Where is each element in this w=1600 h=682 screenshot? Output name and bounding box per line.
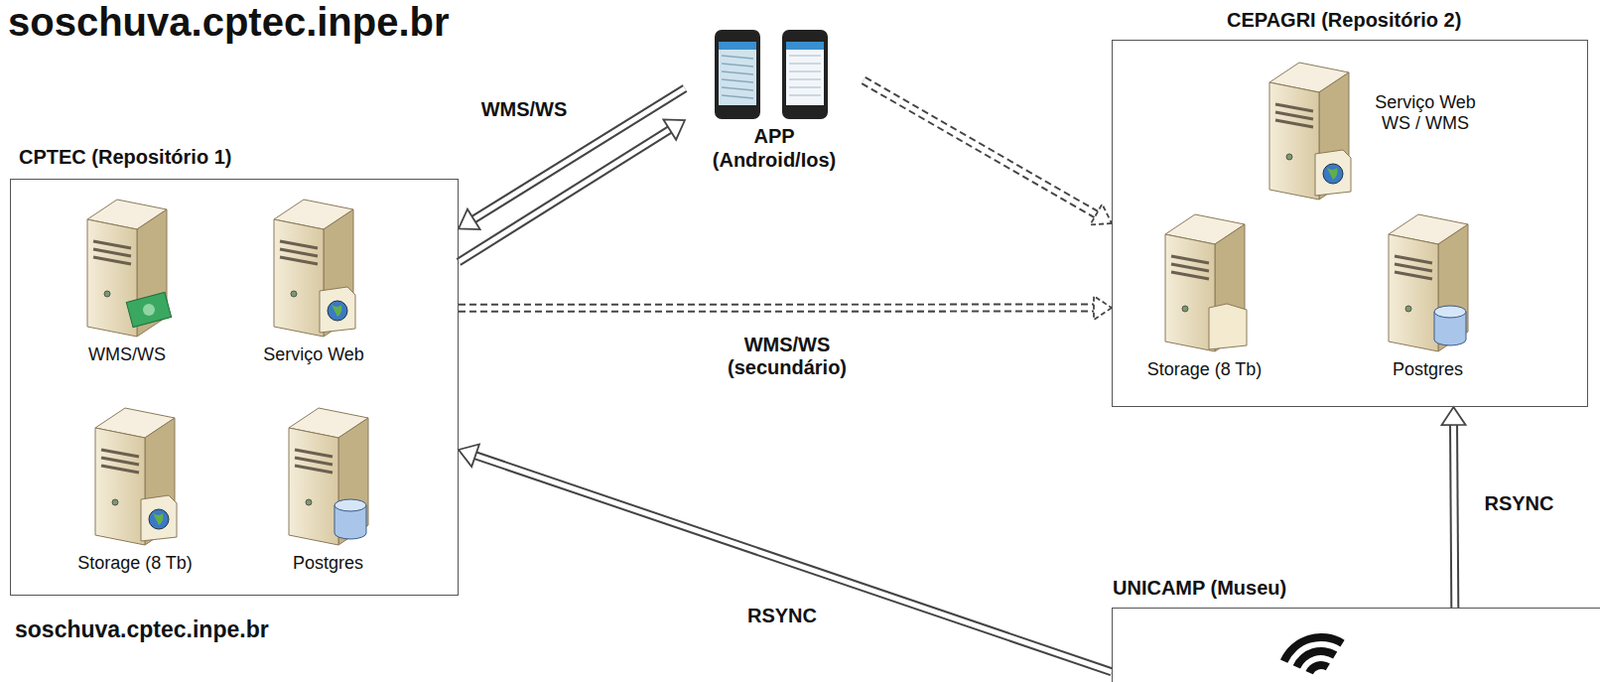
node-label: WMS/WS — [88, 344, 166, 366]
repository-box: WMS/WSServiço WebStorage (8 Tb)PostgresC… — [9, 178, 459, 596]
node-label: Serviço Web — [263, 344, 365, 366]
server-node: Postgres — [261, 398, 396, 592]
server-node: WMS/WS — [62, 189, 192, 389]
repository-box: Serviço Web WS / WMS Storage (8 Tb) Postgr… — [1111, 39, 1589, 407]
phone-icon — [684, 26, 864, 123]
app-node: APP (Android/Ios) — [684, 24, 864, 184]
connector-label: RSYNC — [729, 603, 835, 629]
server-icon — [1155, 204, 1255, 354]
server-node: Serviço Web WS / WMS — [1259, 52, 1498, 207]
connector-label: WMS/WS (secundário) — [689, 332, 885, 381]
repository-box: UNICAMP (Museu) — [1111, 607, 1600, 682]
hollow-arrow — [458, 443, 1112, 671]
node-label: Postgres — [1392, 359, 1464, 381]
repository-heading: CEPAGRI (Repositório 2) — [1226, 8, 1462, 32]
connector-label: RSYNC — [1468, 491, 1570, 517]
node-label: Storage (8 Tb) — [1147, 359, 1263, 381]
page-title: soschuva.cptec.inpe.br — [7, 0, 450, 45]
hollow-arrow — [1442, 406, 1467, 608]
repository-heading: CPTEC (Repositório 1) — [18, 145, 232, 169]
hollow-arrow — [458, 88, 685, 230]
hollow-arrow — [458, 119, 685, 263]
server-icon — [85, 398, 185, 547]
server-icon — [1259, 52, 1359, 202]
node-label: Storage (8 Tb) — [77, 552, 193, 574]
node-label: APP (Android/Ios) — [699, 124, 849, 172]
server-icon — [1378, 204, 1478, 354]
wifi-icon — [1112, 608, 1411, 682]
server-node: Storage (8 Tb) — [60, 398, 210, 592]
server-icon — [278, 398, 379, 547]
server-icon — [77, 189, 177, 339]
node-label: Serviço Web WS / WMS — [1366, 92, 1484, 134]
server-node: Postgres — [1360, 204, 1495, 394]
server-node: Storage (8 Tb) — [1127, 204, 1282, 394]
repository-heading: UNICAMP (Museu) — [1112, 576, 1287, 600]
server-icon — [264, 189, 364, 339]
hollow-arrow — [863, 80, 1112, 225]
node-label: Postgres — [292, 552, 364, 574]
server-node: Serviço Web — [239, 189, 389, 389]
hollow-arrow — [458, 295, 1112, 320]
connector-label: WMS/WS — [466, 97, 582, 123]
repository-heading: soschuva.cptec.inpe.br — [14, 616, 269, 644]
